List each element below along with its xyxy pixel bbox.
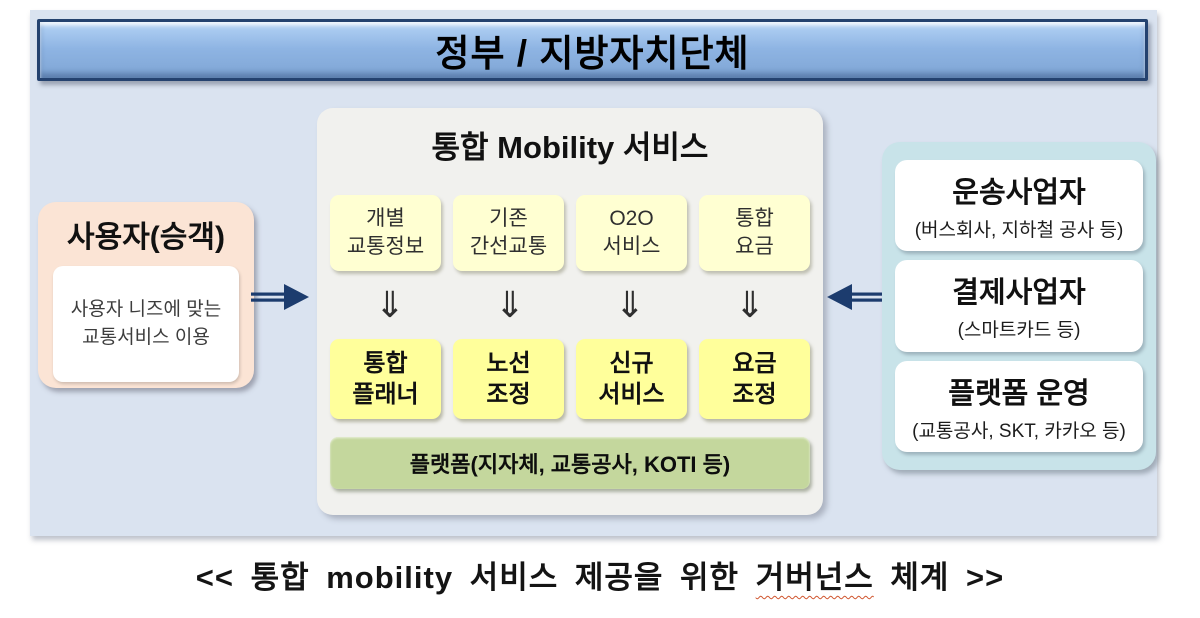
box-line: 교통정보: [346, 235, 425, 258]
box-existing-trunk-transit: 기존 간선교통: [453, 195, 564, 271]
figure-caption-prefix: << 통합 mobility 서비스 제공을 위한: [195, 560, 756, 595]
platform-operation-title: 플랫폼 운영: [948, 377, 1090, 410]
box-line: 서비스: [602, 235, 661, 258]
box-new-service: 신규 서비스: [576, 339, 687, 419]
box-line: 신규: [609, 349, 654, 377]
providers-panel: 운송사업자 (버스회사, 지하철 공사 등) 결제사업자 (스마트카드 등) 플…: [882, 142, 1156, 470]
double-down-arrow-icon: ⇓: [734, 284, 766, 325]
user-note-line2: 교통서비스 이용: [82, 327, 210, 348]
box-line: 요금: [735, 235, 774, 258]
government-banner-title: 정부 / 지방자치단체: [435, 33, 750, 74]
service-row: 개별 교통정보 기존 간선교통 O2O 서비스 통합 요금: [330, 195, 810, 271]
box-line: 조정: [732, 381, 777, 408]
arrow-left-icon: [827, 284, 885, 310]
transport-operator-subtitle: (버스회사, 지하철 공사 등): [914, 220, 1124, 242]
double-down-arrow-icon: ⇓: [374, 284, 406, 325]
user-box-title: 사용자(승객): [67, 221, 225, 254]
box-integrated-fare: 통합 요금: [699, 195, 810, 271]
box-line: O2O: [609, 207, 654, 231]
box-line: 통합: [363, 349, 408, 377]
payment-operator-title: 결제사업자: [952, 277, 1086, 310]
transport-operator-title: 운송사업자: [952, 177, 1086, 210]
integrated-mobility-box: 통합 Mobility 서비스 개별 교통정보 기존 간선교통 O2O 서비스 …: [317, 108, 823, 515]
arrow-right-icon: [251, 284, 309, 310]
down-arrow-row: ⇓ ⇓ ⇓ ⇓: [330, 271, 810, 339]
platform-bar: 플랫폼(지자체, 교통공사, KOTI 등): [330, 437, 810, 489]
box-line: 기존: [489, 207, 528, 231]
box-line: 개별: [366, 207, 405, 231]
function-row: 통합 플래너 노선 조정 신규 서비스 요금 조정: [330, 339, 810, 419]
payment-operator-box: 결제사업자 (스마트카드 등): [895, 260, 1143, 352]
government-banner: 정부 / 지방자치단체: [37, 19, 1148, 81]
user-box: 사용자(승객) 사용자 니즈에 맞는 교통서비스 이용: [38, 202, 254, 388]
double-down-arrow-icon: ⇓: [494, 284, 526, 325]
box-integrated-planner: 통합 플래너: [330, 339, 441, 419]
box-line: 노선: [486, 349, 531, 377]
box-line: 서비스: [598, 381, 665, 408]
figure-caption: << 통합 mobility 서비스 제공을 위한 거버넌스 체계 >>: [0, 552, 1200, 597]
box-individual-traffic-info: 개별 교통정보: [330, 195, 441, 271]
diagram-panel: 정부 / 지방자치단체 사용자(승객) 사용자 니즈에 맞는 교통서비스 이용 …: [30, 10, 1157, 536]
figure-caption-underlined-word: 거버넌스: [755, 560, 874, 595]
payment-operator-subtitle: (스마트카드 등): [957, 320, 1081, 342]
box-line: 조정: [486, 381, 531, 408]
box-fare-adjustment: 요금 조정: [699, 339, 810, 419]
user-note-box: 사용자 니즈에 맞는 교통서비스 이용: [53, 266, 239, 382]
figure-caption-suffix: 체계 >>: [873, 560, 1005, 595]
user-note-line1: 사용자 니즈에 맞는: [70, 298, 222, 320]
box-line: 요금: [732, 349, 777, 377]
double-down-arrow-icon: ⇓: [614, 284, 646, 325]
box-route-adjustment: 노선 조정: [453, 339, 564, 419]
box-line: 플래너: [352, 381, 419, 408]
integrated-mobility-title: 통합 Mobility 서비스: [431, 130, 709, 165]
box-line: 간선교통: [469, 235, 548, 258]
transport-operator-box: 운송사업자 (버스회사, 지하철 공사 등): [895, 160, 1143, 252]
box-o2o-service: O2O 서비스: [576, 195, 687, 271]
box-line: 통합: [735, 207, 774, 231]
platform-operation-box: 플랫폼 운영 (교통공사, SKT, 카카오 등): [895, 360, 1143, 452]
platform-operation-subtitle: (교통공사, SKT, 카카오 등): [912, 420, 1126, 442]
